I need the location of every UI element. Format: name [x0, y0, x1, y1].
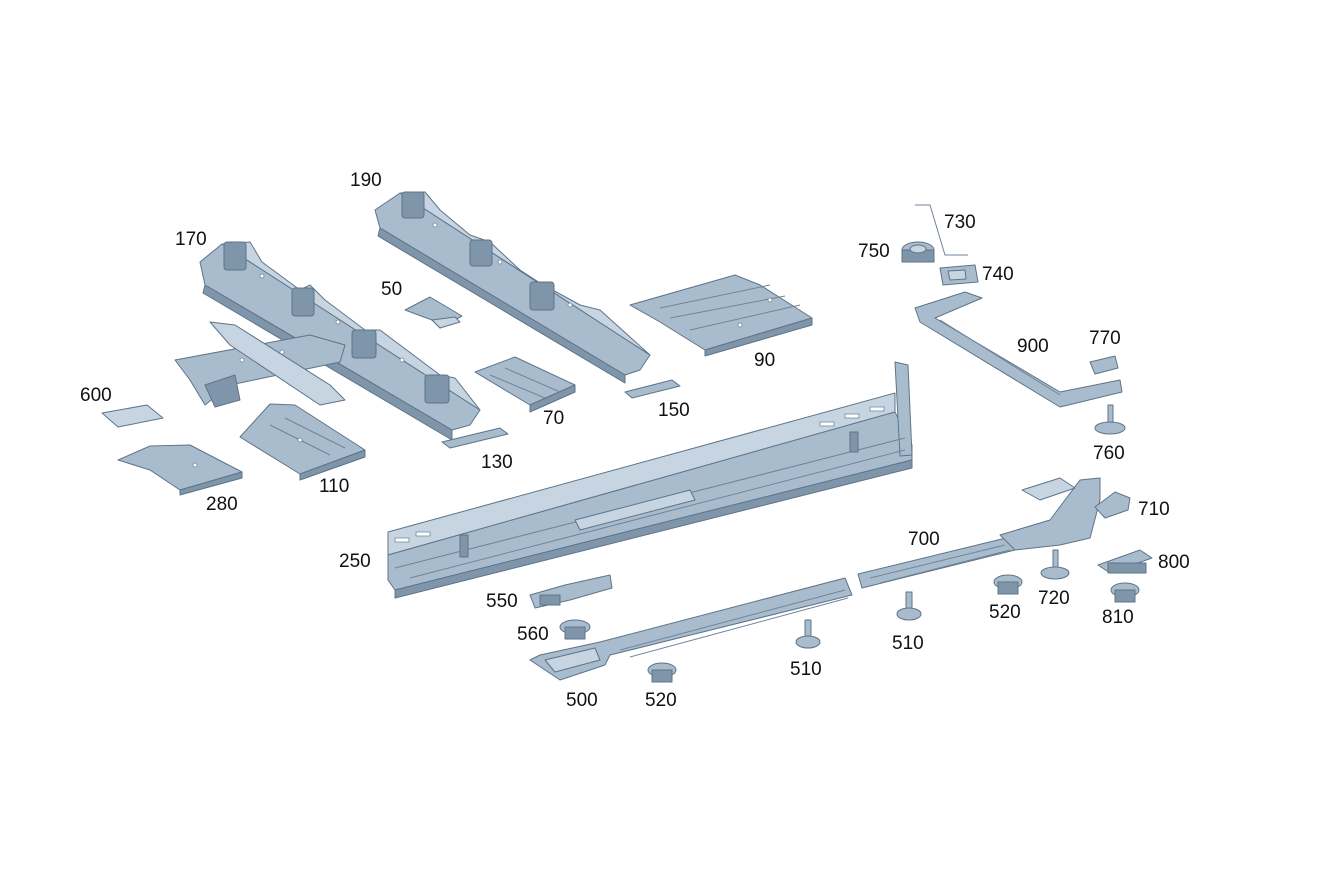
- label-280: 280: [206, 494, 238, 515]
- part-810-plug: [1110, 582, 1140, 603]
- part-900-bracket-arm: [914, 291, 1123, 408]
- label-800: 800: [1158, 552, 1190, 573]
- part-500-trim: [529, 577, 853, 681]
- part-150-strip: [624, 379, 681, 399]
- label-740: 740: [982, 264, 1014, 285]
- label-50: 50: [381, 279, 402, 300]
- label-710: 710: [1138, 499, 1170, 520]
- label-700: 700: [908, 529, 940, 550]
- part-110-floor-panel: [239, 403, 366, 481]
- part-130-strip: [441, 427, 509, 449]
- part-510-stud-right: [896, 591, 922, 621]
- label-510-left: 510: [790, 659, 822, 680]
- label-190: 190: [350, 170, 382, 191]
- label-110: 110: [319, 476, 349, 497]
- label-750: 750: [858, 241, 890, 262]
- label-520-left: 520: [645, 690, 677, 711]
- label-130: 130: [481, 452, 513, 473]
- part-750-nut: [901, 241, 935, 263]
- part-700-trim: [857, 477, 1101, 589]
- label-760: 760: [1093, 443, 1125, 464]
- label-720: 720: [1038, 588, 1070, 609]
- part-280-floor-panel: [117, 444, 243, 496]
- label-520-right: 520: [989, 602, 1021, 623]
- label-170: 170: [175, 229, 207, 250]
- part-170-lower-bracket: [174, 321, 346, 408]
- part-90-floor-panel: [629, 274, 813, 357]
- label-70: 70: [543, 408, 564, 429]
- label-90: 90: [754, 350, 775, 371]
- part-720-stud: [1040, 549, 1070, 580]
- label-730: 730: [944, 212, 976, 233]
- label-150: 150: [658, 400, 690, 421]
- part-600-plate: [101, 404, 164, 428]
- label-770: 770: [1089, 328, 1121, 349]
- part-740-clip: [939, 264, 979, 286]
- part-70-channel: [474, 356, 576, 413]
- label-500: 500: [566, 690, 598, 711]
- part-560-plug: [559, 619, 591, 640]
- part-250-side-sill: [387, 361, 913, 599]
- part-510-stud-left: [795, 619, 821, 649]
- part-50-bracket: [404, 296, 463, 329]
- label-550: 550: [486, 591, 518, 612]
- label-560: 560: [517, 624, 549, 645]
- label-810: 810: [1102, 607, 1134, 628]
- part-550-connector: [529, 574, 613, 609]
- label-510-right: 510: [892, 633, 924, 654]
- part-710-clip: [1094, 491, 1131, 519]
- label-600: 600: [80, 385, 112, 406]
- label-250: 250: [339, 551, 371, 572]
- part-800-connector: [1097, 549, 1153, 574]
- part-730-bracket: [915, 204, 968, 256]
- part-770-clip: [1089, 355, 1119, 375]
- label-900: 900: [1017, 336, 1049, 357]
- part-520-plug-right: [993, 574, 1023, 595]
- part-190-cross-member: [374, 191, 651, 384]
- part-760-stud: [1094, 404, 1126, 435]
- part-520-plug-left: [647, 662, 677, 683]
